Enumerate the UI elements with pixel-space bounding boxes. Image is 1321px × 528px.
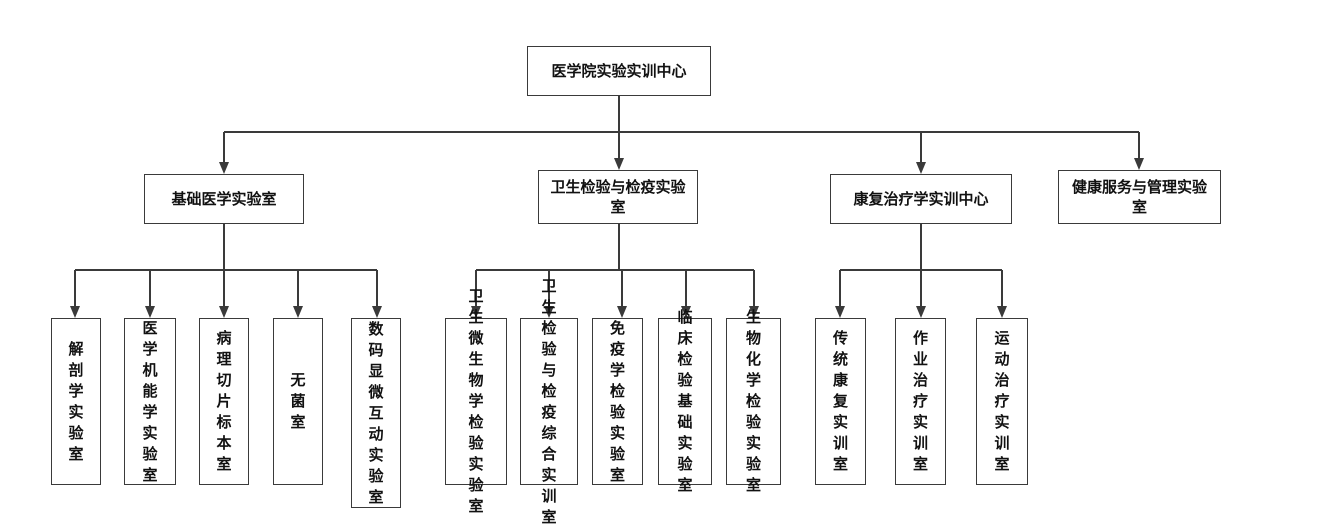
lab-node: 卫生检验与检疫综合实训室 (520, 277, 578, 526)
arrowhead-icon (1134, 158, 1144, 170)
arrowhead-icon (293, 306, 303, 318)
lab-node-label: 卫生检验与检疫综合实训室 (541, 276, 557, 526)
lab-node: 临床检验基础实验室 (658, 308, 712, 494)
lab-node: 卫生微生物学检验实验室 (445, 287, 507, 515)
lab-node: 作业治疗实训室 (895, 318, 946, 485)
dept-node-label: 健康服务与管理实验室 (1071, 178, 1207, 216)
lab-node: 运动治疗实训室 (976, 318, 1028, 485)
arrowhead-icon (749, 306, 759, 318)
lab-node: 传统康复实训室 (815, 318, 866, 485)
arrowhead-icon (219, 306, 229, 318)
lab-node-label: 卫生微生物学检验实验室 (468, 287, 484, 515)
lab-node: 解剖学实验室 (51, 318, 101, 485)
arrowhead-icon (614, 158, 624, 170)
dept-node-label: 基础医学实验室 (171, 190, 277, 208)
lab-node: 病理切片标本室 (199, 318, 249, 485)
dept-node-rehabilitation: 康复治疗学实训中心 (830, 174, 1012, 224)
arrowhead-icon (916, 162, 926, 174)
lab-node: 医学机能学实验室 (124, 318, 176, 485)
lab-node-label: 无菌室 (290, 371, 306, 431)
lab-node: 无菌室 (273, 318, 323, 485)
lab-node-label: 病理切片标本室 (216, 329, 232, 473)
arrowhead-icon (544, 306, 554, 318)
lab-node: 免疫学检验实验室 (592, 318, 643, 485)
lab-node-label: 临床检验基础实验室 (677, 308, 693, 494)
lab-node-label: 生物化学检验实验室 (745, 308, 761, 494)
arrowhead-icon (219, 162, 229, 174)
dept-node-label: 康复治疗学实训中心 (853, 190, 989, 208)
root-node: 医学院实验实训中心 (527, 46, 711, 96)
lab-node-label: 数码显微互动实验室 (368, 319, 384, 506)
arrowhead-icon (997, 306, 1007, 318)
lab-node-label: 解剖学实验室 (68, 339, 84, 463)
lab-node: 生物化学检验实验室 (726, 308, 781, 494)
lab-node-label: 医学机能学实验室 (142, 318, 158, 484)
lab-node-label: 作业治疗实训室 (912, 329, 928, 473)
lab-node: 数码显微互动实验室 (351, 318, 401, 508)
arrowhead-icon (916, 306, 926, 318)
dept-node-health-management: 健康服务与管理实验室 (1058, 170, 1221, 224)
dept-node-label: 卫生检验与检疫实验室 (550, 178, 686, 216)
lab-node-label: 运动治疗实训室 (994, 329, 1010, 473)
lab-node-label: 传统康复实训室 (832, 329, 848, 473)
root-node-label: 医学院实验实训中心 (551, 62, 687, 80)
lab-node-label: 免疫学检验实验室 (609, 318, 625, 484)
arrowhead-icon (145, 306, 155, 318)
arrowhead-icon (617, 306, 627, 318)
arrowhead-icon (681, 306, 691, 318)
arrowhead-icon (835, 306, 845, 318)
dept-node-health-inspection: 卫生检验与检疫实验室 (538, 170, 698, 224)
arrowhead-icon (70, 306, 80, 318)
dept-node-basic-medicine: 基础医学实验室 (144, 174, 304, 224)
arrowhead-icon (372, 306, 382, 318)
arrowhead-icon (471, 306, 481, 318)
